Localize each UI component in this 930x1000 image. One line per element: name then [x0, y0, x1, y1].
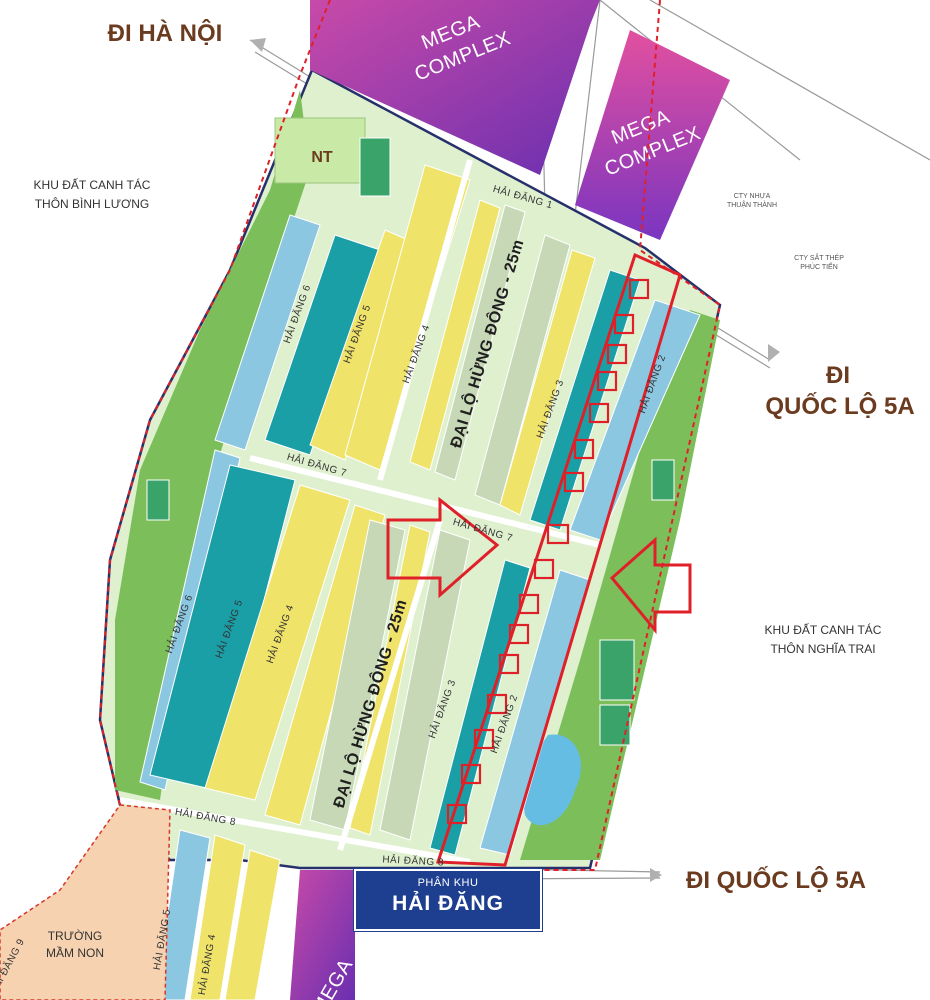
highlighted-row: [435, 252, 682, 867]
kindergarten-label-2: MẦM NON: [46, 945, 104, 960]
sports-court-3: [599, 704, 631, 746]
mega-complex-east: [575, 30, 730, 240]
block-light-blue-d: [479, 569, 591, 856]
block-sage-a: [434, 204, 526, 481]
nt-block: [274, 117, 366, 184]
farm-west-label-1: KHU ĐẤT CANH TÁC: [34, 177, 151, 192]
mega-complex-north: [310, 0, 600, 175]
sports-court-5: [146, 479, 170, 521]
block-yellow-i: [224, 849, 281, 1000]
block-sage-d: [379, 529, 471, 841]
kindergarten-block: [0, 804, 171, 1000]
block-yellow-h: [189, 834, 246, 1000]
factory2-label-2: PHÚC TIẾN: [800, 261, 838, 271]
factory2-label-1: CTY SẮT THÉP: [794, 253, 844, 262]
sports-court-2: [599, 639, 635, 701]
residential-blocks: [139, 164, 701, 1000]
pointer-arrow-left: [386, 496, 500, 599]
internal-roads: [119, 159, 601, 865]
nt-label: NT: [311, 149, 333, 166]
block-teal-d: [429, 559, 531, 856]
block-light-blue-a: [214, 214, 321, 451]
direction-north: ĐI HÀ NỘI: [108, 19, 223, 47]
street-label-8-south: HẢI ĐĂNG 8: [382, 852, 444, 868]
block-yellow-e: [204, 484, 351, 801]
road-arrows: [250, 38, 780, 882]
sports-court-4: [651, 459, 675, 501]
block-yellow-d: [499, 249, 596, 516]
block-teal-a: [264, 234, 381, 456]
subdivision-badge-line2: HẢI ĐĂNG: [392, 892, 504, 915]
direction-east-1: ĐI: [826, 362, 850, 389]
block-yellow-c: [409, 199, 501, 471]
direction-south: ĐI QUỐC LỘ 5A: [686, 866, 866, 894]
subdivision-badge-line1: PHÂN KHU: [417, 877, 479, 889]
kindergarten-label-1: TRƯỜNG: [48, 928, 103, 943]
park-east: [520, 310, 720, 860]
mega-complex-south: [290, 870, 355, 1000]
block-yellow-f: [264, 504, 386, 826]
farm-east-label-2: THÔN NGHĨA TRAI: [770, 641, 875, 656]
park-west: [115, 90, 310, 800]
pointer-arrow-right: [609, 536, 692, 635]
subdivision-badge: PHÂN KHU HẢI ĐĂNG: [354, 869, 542, 931]
factory1-label-2: THUẬN THÀNH: [727, 200, 777, 209]
farm-east-label-1: KHU ĐẤT CANH TÁC: [765, 622, 882, 637]
block-teal-b: [529, 269, 641, 531]
farm-west-label-2: THÔN BÌNH LƯƠNG: [35, 196, 150, 211]
direction-east-2: QUỐC LỘ 5A: [765, 392, 914, 420]
sports-court-1: [359, 137, 391, 197]
factory1-label-1: CTY NHỰA: [734, 193, 771, 200]
highlighted-lots: [446, 278, 650, 825]
